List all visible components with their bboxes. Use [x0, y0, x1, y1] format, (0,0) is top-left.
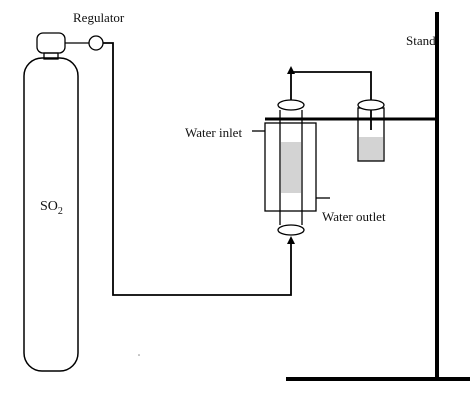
gas-inlet-arrowhead [287, 236, 295, 244]
trap-vessel [357, 99, 385, 162]
gas-supply-line [103, 42, 292, 296]
trap-liquid [359, 137, 383, 161]
water-jacket [264, 122, 317, 212]
water-inlet-label: Water inlet [185, 125, 242, 140]
cylinder-body [23, 57, 79, 372]
absorption-column [252, 99, 330, 236]
trap-stopper [357, 99, 385, 111]
stand: Stand [265, 12, 470, 381]
water-outlet-label: Water outlet [322, 209, 386, 224]
column-top-stopper [277, 99, 305, 111]
so2-gas-cylinder: SO2 [23, 32, 79, 372]
cylinder-gas-label: SO2 [40, 199, 63, 217]
column-bottom-stopper [277, 224, 305, 236]
gas-transfer-line [290, 71, 372, 130]
stray-mark [138, 354, 140, 356]
gas-transfer-arrowhead [287, 66, 295, 74]
column-water-fill [281, 142, 301, 193]
cylinder-valve-head [36, 32, 66, 54]
stand-label: Stand [406, 33, 436, 48]
cylinder-neck [43, 52, 59, 60]
regulator: Regulator [65, 10, 125, 51]
regulator-gauge [88, 35, 104, 51]
regulator-label: Regulator [73, 10, 125, 25]
